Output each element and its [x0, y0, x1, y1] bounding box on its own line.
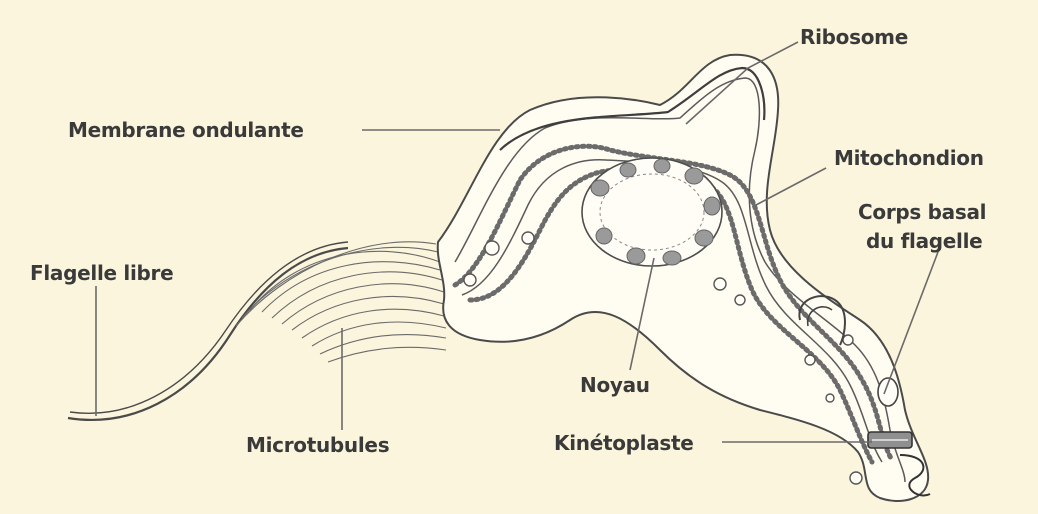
- label-corps-basal-line2: du flagelle: [866, 229, 982, 253]
- microtubules-bundle: [236, 242, 446, 362]
- label-kinetoplaste: Kinétoplaste: [554, 431, 694, 455]
- label-membrane-ondulante: Membrane ondulante: [68, 118, 304, 142]
- label-corps-basal-line1: Corps basal: [858, 200, 986, 224]
- nucleus: [582, 158, 722, 266]
- label-flagelle-libre: Flagelle libre: [30, 261, 173, 285]
- label-mitochondion: Mitochondion: [834, 146, 984, 170]
- label-ribosome: Ribosome: [800, 25, 908, 49]
- label-microtubules: Microtubules: [246, 433, 389, 457]
- label-noyau: Noyau: [580, 373, 650, 397]
